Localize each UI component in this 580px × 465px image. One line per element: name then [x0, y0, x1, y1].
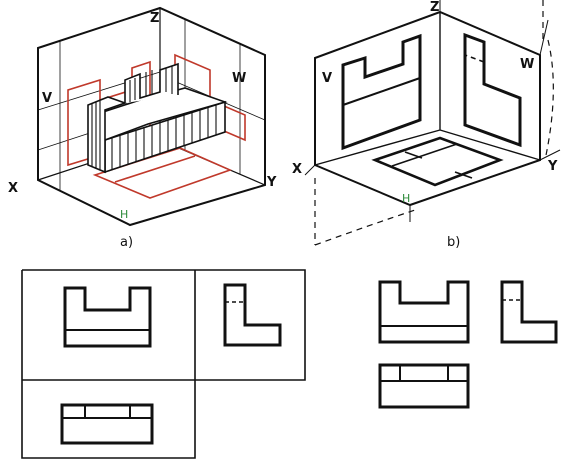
panel-b-w-outline — [463, 32, 522, 148]
panel-b-plane-w-label: W — [520, 57, 534, 72]
panel-a-axis-x-label: X — [8, 181, 18, 196]
panel-a-object-back-wall — [124, 62, 179, 103]
framed-front-view-outline — [63, 286, 152, 348]
unframed-top-view — [378, 363, 470, 409]
framed-views-grid — [21, 269, 306, 459]
panel-b-guide-arc-bottom — [314, 209, 416, 246]
panel-b-box-back-edges — [314, 12, 541, 166]
panel-a-projection-box — [37, 6, 266, 227]
panel-b-plane-h-label: H — [402, 192, 410, 205]
framed-side-view — [223, 283, 282, 347]
panel-a-caption: a) — [120, 235, 133, 250]
unframed-side-view — [500, 280, 558, 344]
panel-a-axis-y-label: Y — [266, 175, 277, 190]
panel-b-h-outline — [371, 136, 504, 187]
panel-b-h-line-2 — [404, 151, 423, 159]
framed-front-view — [63, 286, 152, 348]
panel-b-axis-z-label: Z — [430, 0, 439, 15]
panel-a-plane-h-label: H — [120, 208, 128, 221]
panel-b-h-line-3 — [454, 171, 473, 179]
panel-a-object-hatching — [91, 66, 217, 170]
panel-b-unfold-guides — [314, 0, 554, 246]
panel-b-w-projection — [463, 32, 522, 148]
panel-a-red-h-mid — [114, 155, 196, 183]
panel-b-v-outline — [341, 33, 422, 151]
unframed-front-view-outline — [378, 280, 470, 344]
panel-b-caption: b) — [447, 235, 460, 250]
panel-b-h-projection — [371, 136, 504, 187]
panel-b-axis-x-label: X — [292, 162, 302, 177]
panel-b-guide-arc-right — [544, 39, 554, 161]
panel-b-plane-v-label: V — [322, 71, 332, 86]
panel-b-axis-y-label: Y — [547, 159, 558, 174]
framed-side-view-outline — [223, 283, 282, 347]
panel-b-h-line-1 — [391, 143, 458, 167]
unframed-top-view-outline — [378, 363, 470, 409]
framed-top-view — [60, 403, 154, 445]
unframed-side-view-outline — [500, 280, 558, 344]
panel-b-w-hidden-line — [464, 54, 485, 63]
framed-top-view-outline — [60, 403, 154, 445]
panel-b-box-outline — [314, 10, 541, 207]
panel-a-plane-v-label: V — [42, 91, 52, 106]
panel-a-axis-z-label: Z — [150, 11, 159, 26]
panel-b-v-base-line — [342, 77, 421, 106]
panel-a-plane-w-label: W — [232, 71, 246, 86]
panel-b-axis-extensions — [304, 0, 561, 222]
unframed-front-view — [378, 280, 470, 344]
panel-a-object — [87, 62, 228, 174]
panel-a-object-left-post — [87, 96, 128, 174]
panel-b-projection-box — [304, 0, 561, 222]
panel-b-v-projection — [341, 33, 422, 151]
bottom-left-framed-views — [21, 269, 306, 459]
